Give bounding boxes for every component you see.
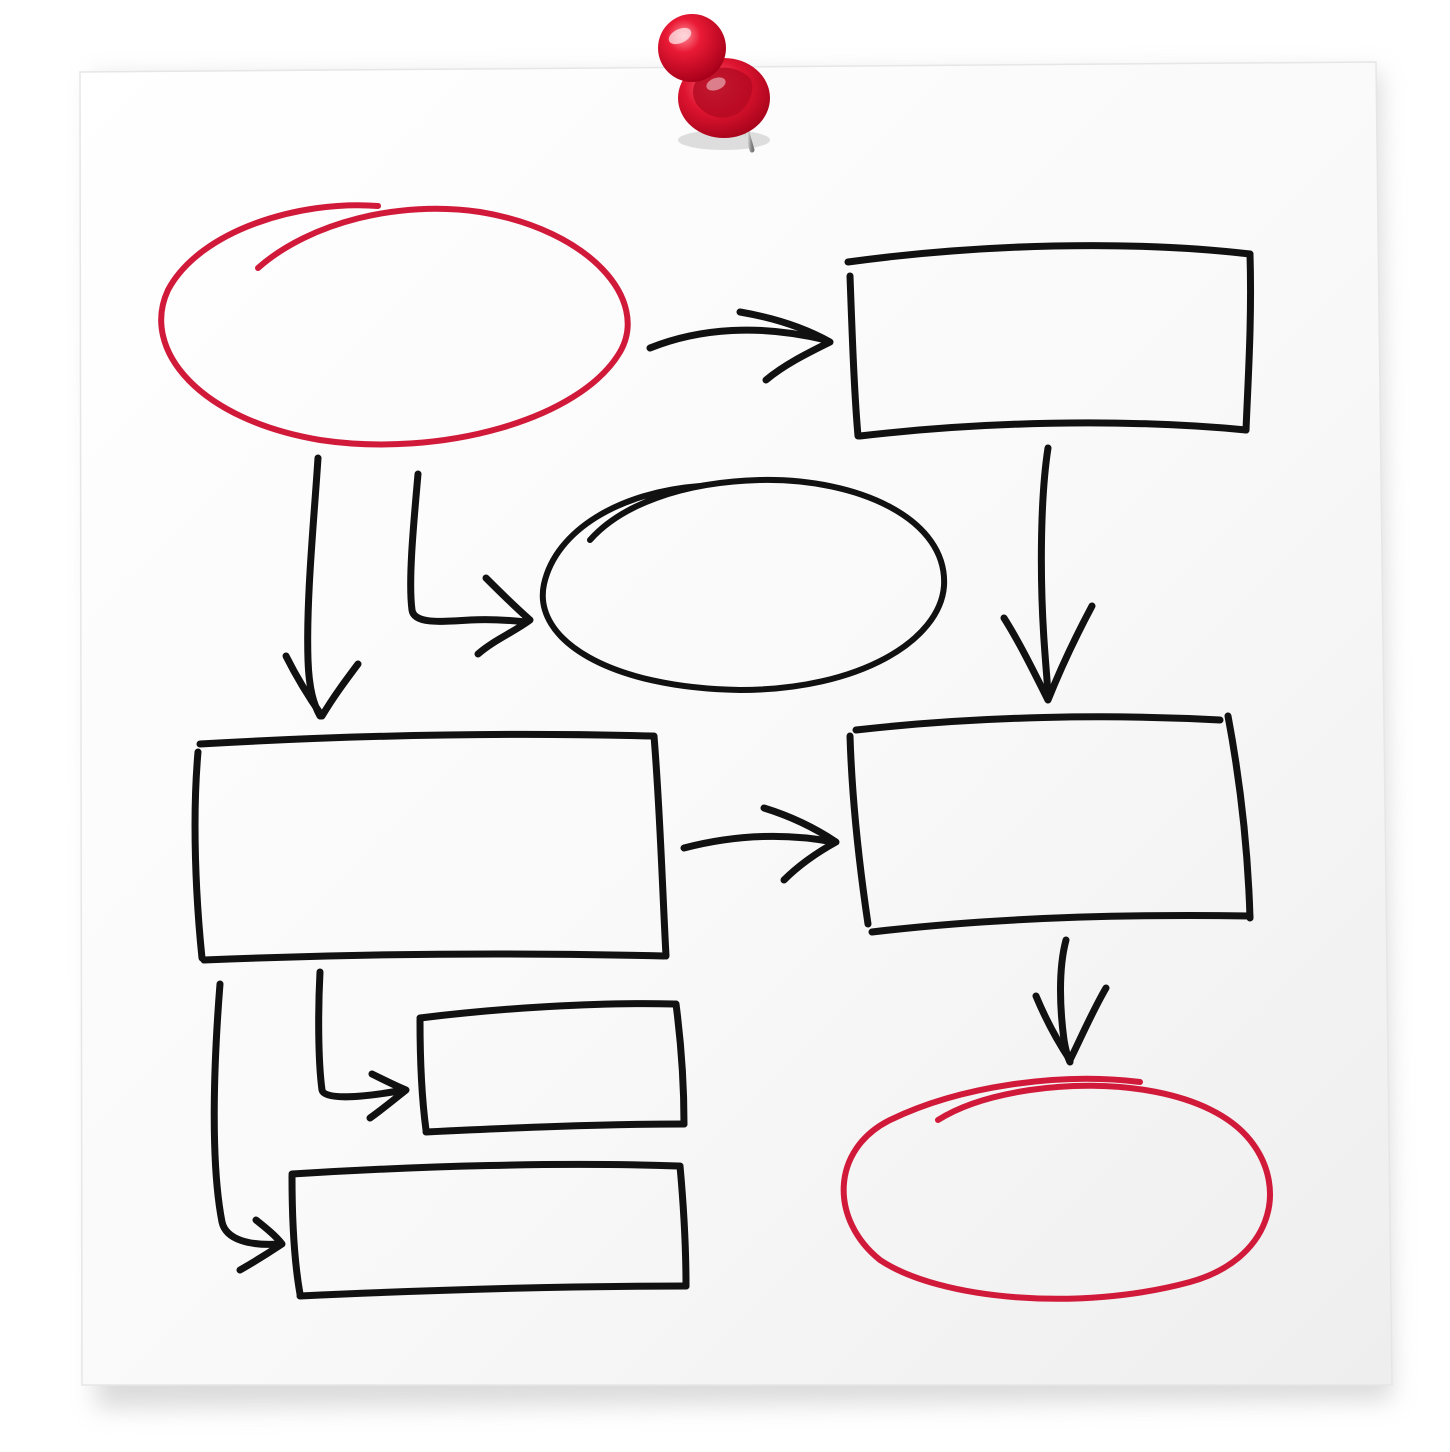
nodes [158, 202, 1273, 1302]
box-left [191, 730, 670, 964]
start-node [158, 202, 631, 448]
arrow-start-to-middle-oval [407, 470, 534, 658]
arrow-box-top-right-to-box-right [1000, 444, 1096, 704]
edges [210, 308, 1110, 1274]
arrow-box-left-to-small-box-upper [315, 968, 410, 1122]
middle-oval-node [539, 476, 948, 693]
arrow-box-left-to-box-right [680, 804, 840, 884]
box-top-right [844, 242, 1255, 440]
small-box-upper [416, 1000, 688, 1136]
arrow-start-to-box-top-right [646, 308, 834, 384]
paper-note [79, 61, 1393, 1386]
small-box-lower [288, 1160, 690, 1300]
end-node [840, 1075, 1273, 1302]
push-pin-icon [658, 14, 770, 153]
arrow-start-to-box-left [282, 454, 362, 720]
arrow-box-right-to-end [1032, 936, 1110, 1066]
box-right [846, 712, 1254, 936]
arrow-box-left-to-small-box-lower [210, 980, 286, 1274]
